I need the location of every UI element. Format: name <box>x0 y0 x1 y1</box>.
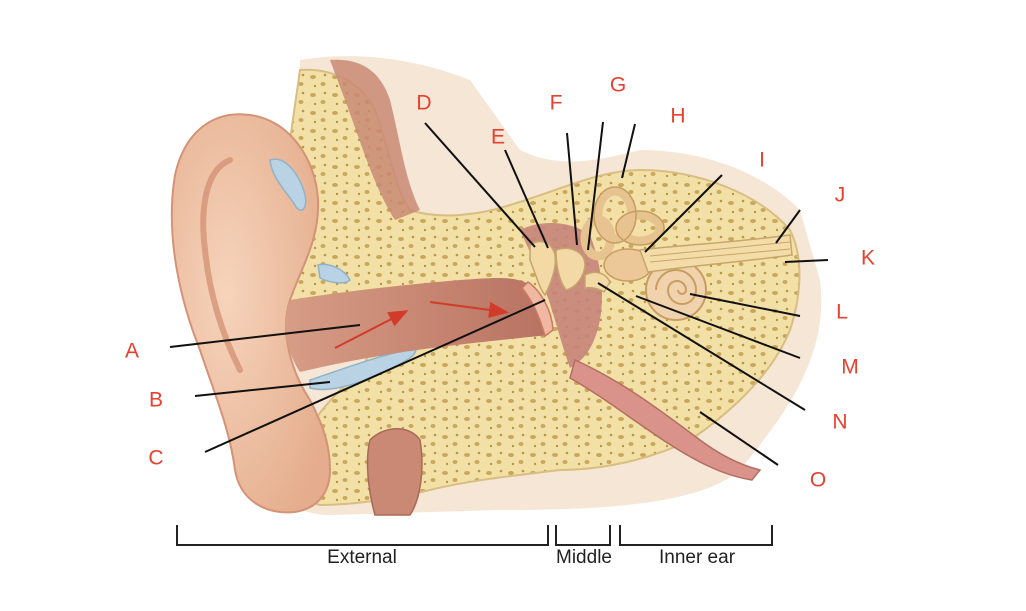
leader-line-a <box>169 324 361 348</box>
vestibulocochlear-nerve <box>638 234 793 273</box>
label-e: E <box>490 125 506 149</box>
label-f: F <box>549 91 563 115</box>
incus <box>555 247 586 291</box>
leader-line-m <box>635 295 801 359</box>
external-auditory-canal <box>285 277 549 372</box>
bracket-external <box>176 525 549 546</box>
leader-lines <box>169 121 829 466</box>
label-j: J <box>834 183 846 207</box>
cartilage-lower <box>309 347 417 391</box>
section-label-middle: Middle <box>556 547 612 568</box>
label-c: C <box>148 446 164 470</box>
auditory-tube <box>569 358 762 481</box>
section-brackets <box>176 525 773 546</box>
sound-arrow-2 <box>429 301 509 318</box>
temporalis-muscle <box>330 59 420 220</box>
label-h: H <box>670 104 686 128</box>
section-label-inner-ear: Inner ear <box>658 547 736 568</box>
leader-line-d <box>424 122 536 248</box>
leader-line-e <box>504 149 549 249</box>
leader-line-k <box>784 259 829 263</box>
leader-line-n <box>597 282 806 411</box>
label-k: K <box>860 246 876 270</box>
leader-line-b <box>194 381 331 397</box>
bracket-inner-ear <box>619 525 773 546</box>
bracket-middle <box>555 525 611 546</box>
label-o: O <box>809 468 827 492</box>
leader-line-f <box>566 132 578 246</box>
leader-line-h <box>621 123 636 179</box>
sound-arrow-1 <box>334 310 409 349</box>
leader-line-l <box>689 293 801 317</box>
leader-line-g <box>587 121 604 251</box>
cartilage-upper <box>269 158 307 211</box>
label-a: A <box>124 339 140 363</box>
label-n: N <box>832 410 848 434</box>
label-b: B <box>148 388 164 412</box>
leader-line-i <box>644 174 723 253</box>
nerve-fibers <box>649 241 791 263</box>
lower-muscle <box>366 428 423 516</box>
label-m: M <box>841 355 859 379</box>
cartilage-middle <box>317 263 351 284</box>
label-d: D <box>416 91 432 115</box>
leader-line-o <box>699 411 779 466</box>
label-g: G <box>609 73 627 97</box>
tympanic-membrane <box>520 281 554 338</box>
label-l: L <box>836 300 848 324</box>
leader-line-j <box>775 209 801 244</box>
semicircular-canals <box>580 186 665 261</box>
section-label-external: External <box>327 547 397 568</box>
leader-line-c <box>204 299 546 453</box>
label-i: I <box>759 148 765 172</box>
